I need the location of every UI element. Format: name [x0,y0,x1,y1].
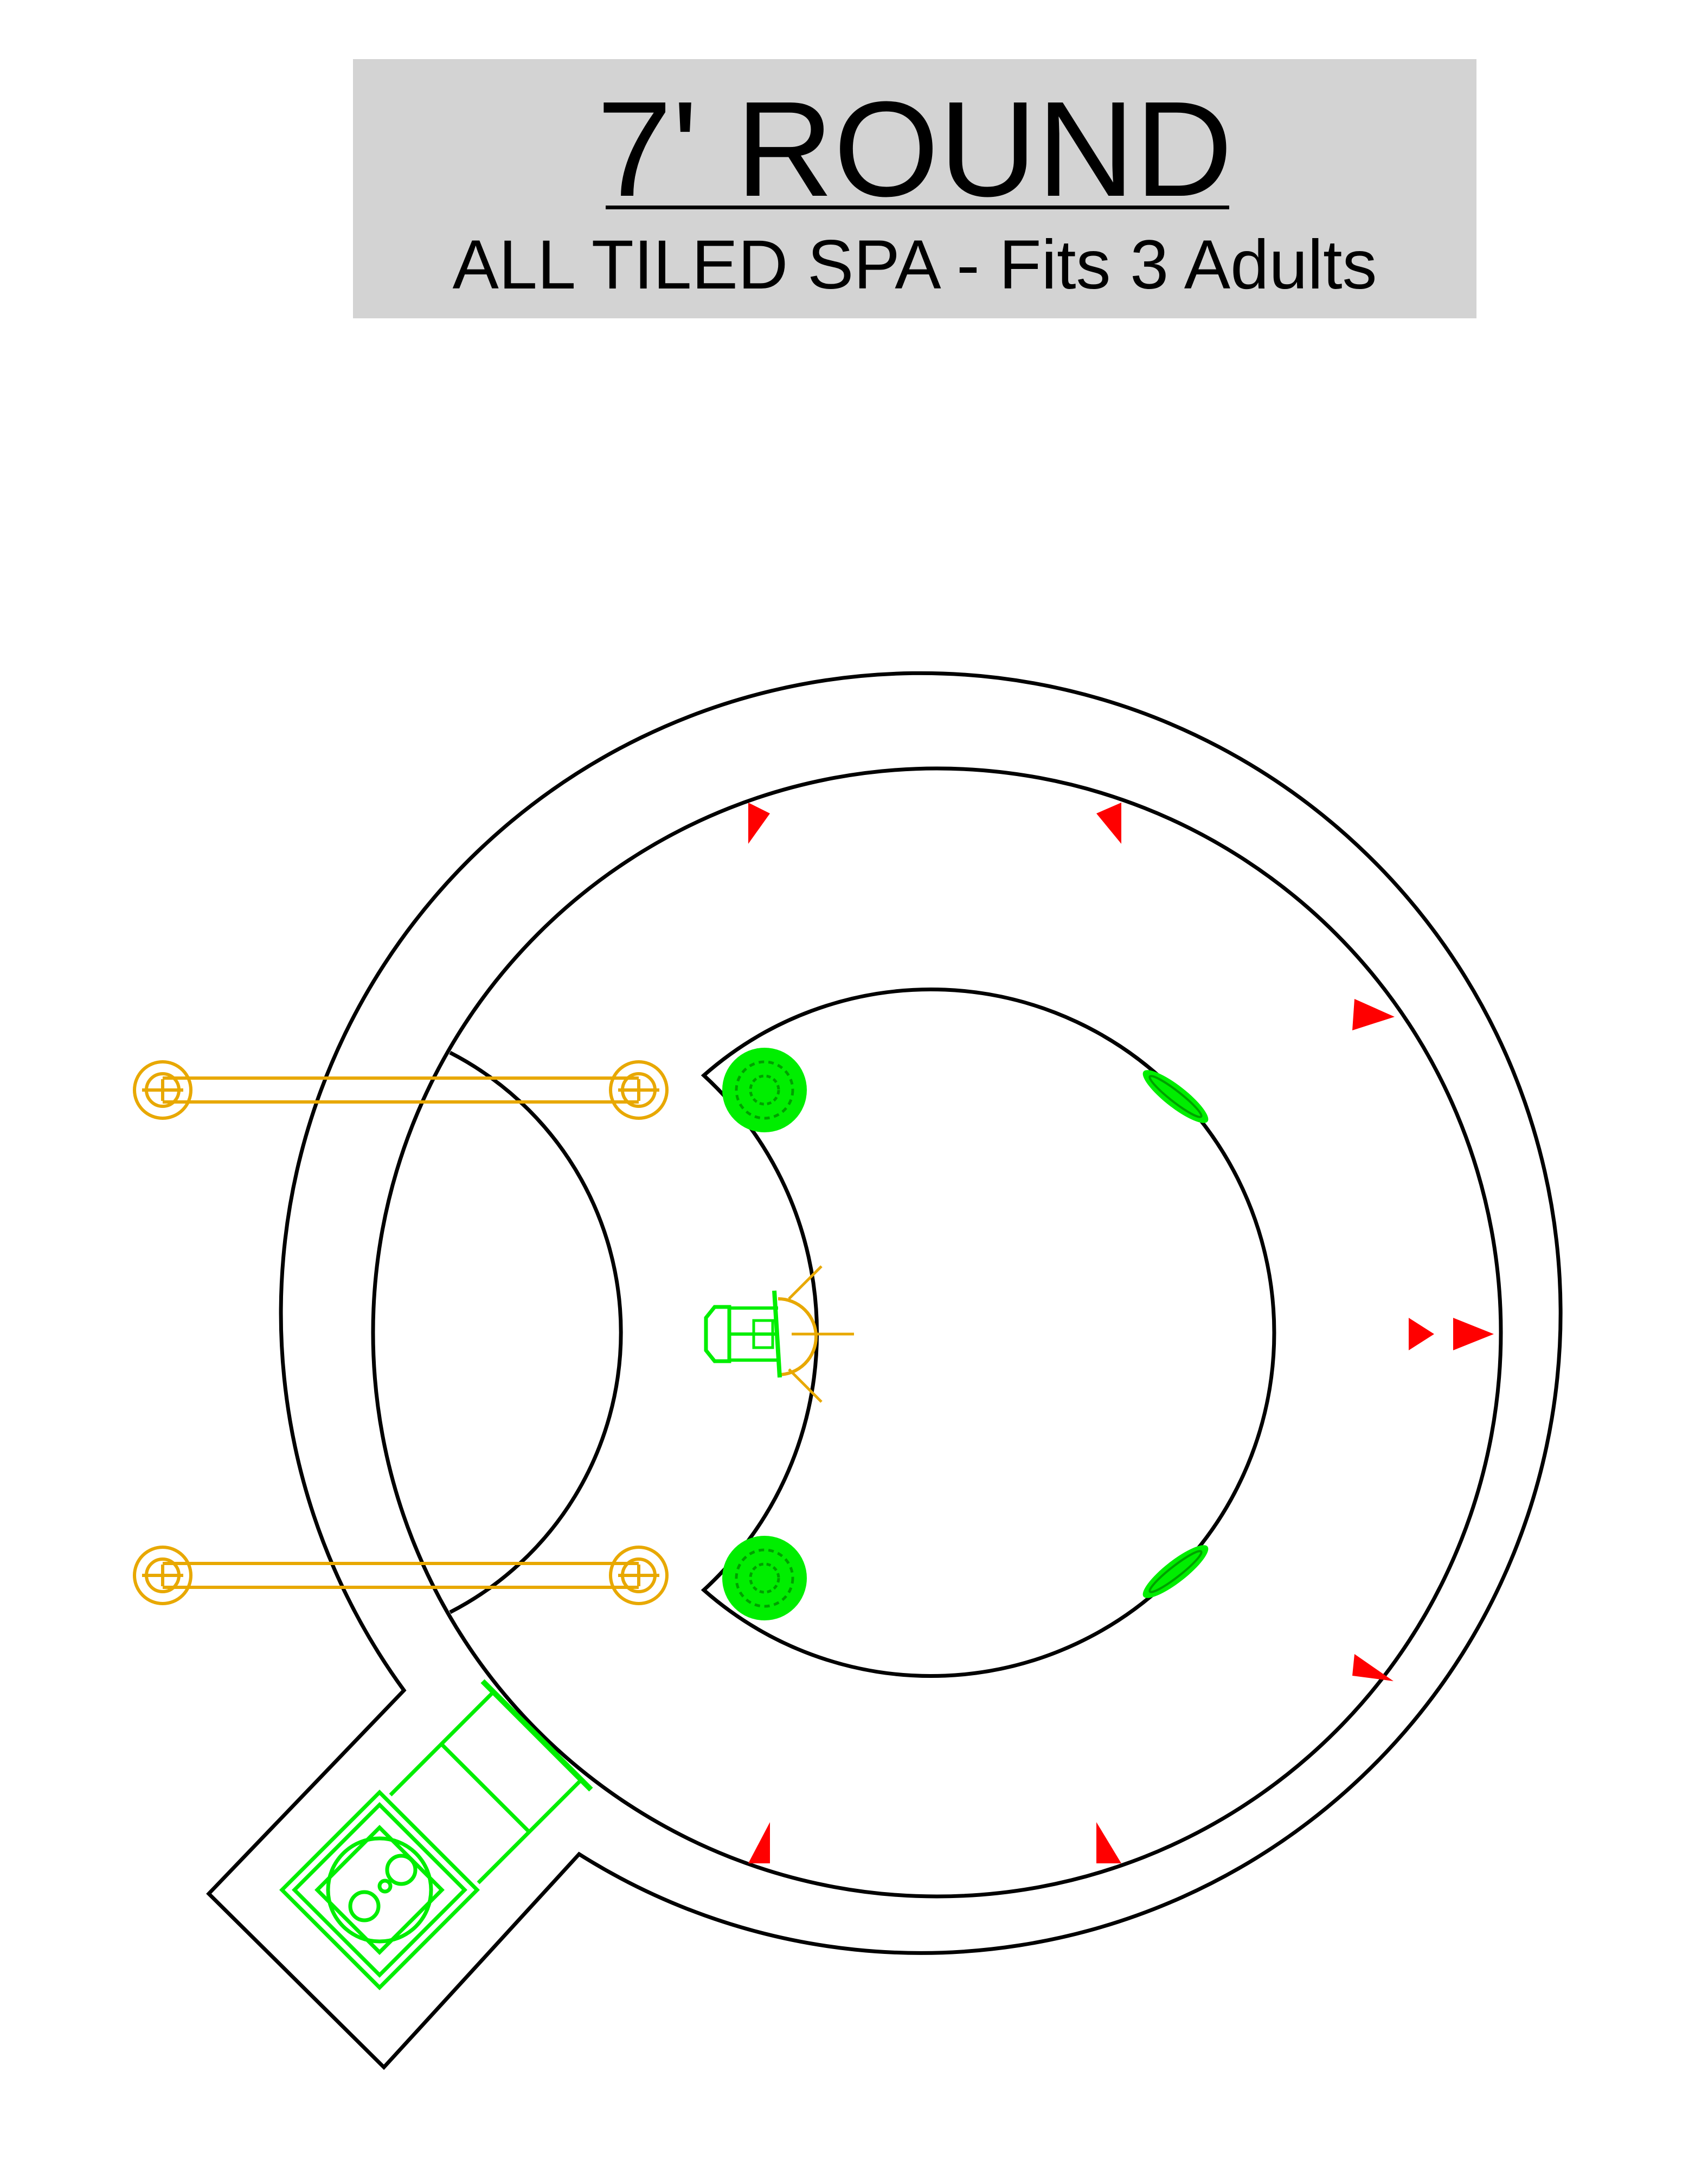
light-icon [704,1265,854,1403]
title-underline [606,206,1229,209]
jet-icon [748,1822,770,1863]
jet-icon [1453,1318,1494,1350]
jet-icon [1096,1822,1121,1863]
handrail-icon [133,1546,669,1605]
outer-wall-outline [206,671,1563,2071]
page-subtitle: ALL TILED SPA - Fits 3 Adults [452,226,1377,304]
page-title: 7' ROUND [596,73,1233,225]
jets-group [748,803,1494,1863]
jet-icon [1352,1654,1394,1681]
jet-icon [748,803,770,844]
jet-icon [1409,1318,1434,1350]
handrail-icon [133,1060,669,1120]
return-fitting-icon [1142,1545,1209,1598]
drain-icon [722,1048,807,1132]
title-box: 7' ROUND ALL TILED SPA - Fits 3 Adults [353,59,1476,318]
return-fitting-icon [1142,1070,1209,1123]
skimmer-icon [279,1679,593,1990]
jet-icon [1096,803,1121,844]
drain-icon [722,1536,807,1620]
jet-icon [1352,999,1395,1030]
bench-edge-circle [371,766,1503,1899]
step-arc [449,1050,623,1614]
